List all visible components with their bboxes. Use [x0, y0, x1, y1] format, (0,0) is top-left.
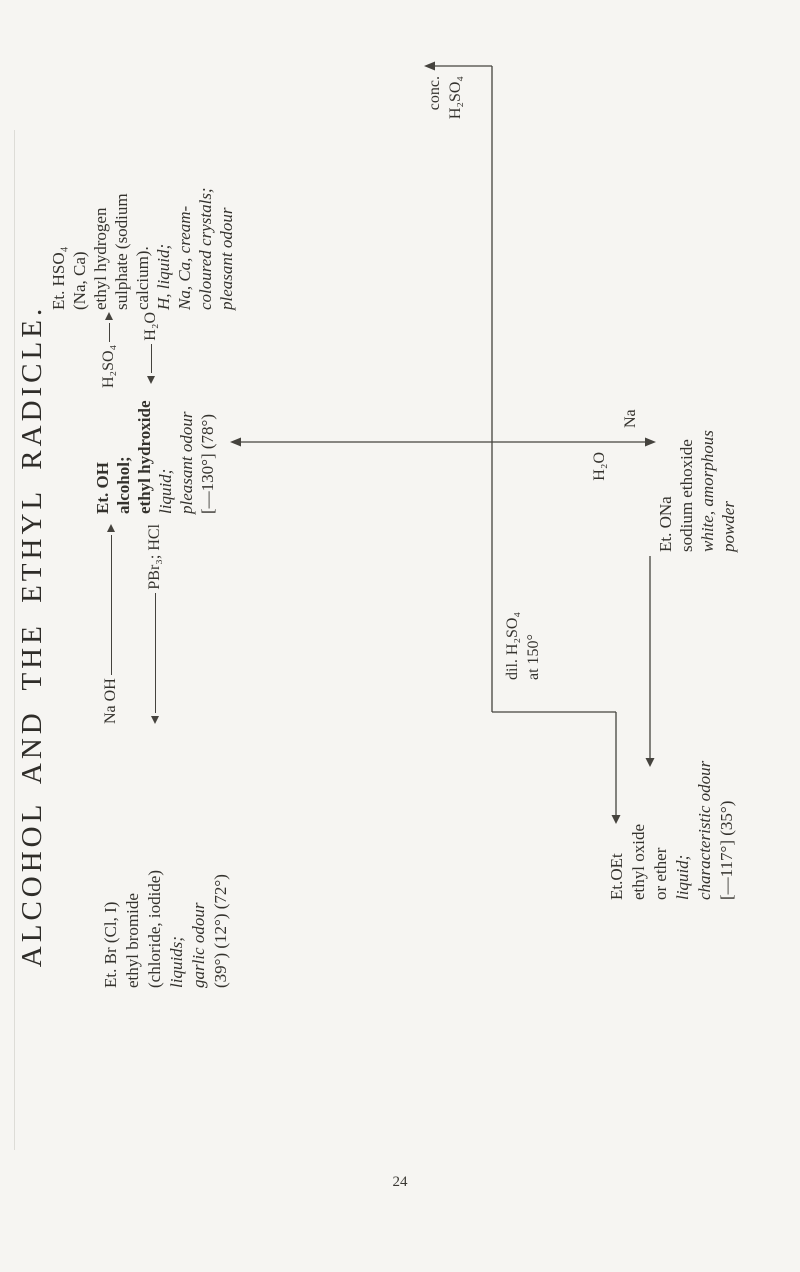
- block-line: white, amorphous: [698, 430, 717, 552]
- block-line: pleasant odour: [177, 411, 196, 514]
- block-line: Et.OEt: [607, 853, 626, 900]
- block-line: ethyl bromide: [123, 893, 142, 988]
- arrow-tail: [110, 535, 112, 676]
- block-line: coloured crystals;: [196, 187, 215, 310]
- dil-h2so4-label: dil. H₂SO₄ at 150°: [502, 612, 544, 680]
- na-route-label: Na: [622, 409, 639, 428]
- block-line: powder: [719, 501, 738, 552]
- alcohol-block: Et. OH alcohol; ethyl hydroxide liquid; …: [92, 400, 218, 514]
- block-line: (39°) (12°) (72°): [211, 874, 230, 988]
- arrowhead-up-icon: [230, 437, 241, 447]
- ethyl-bromide-block: Et. Br (Cl, I) ethyl bromide (chloride, …: [100, 870, 232, 988]
- block-line: calcium).: [133, 246, 152, 310]
- arrowhead-left-icon: [645, 758, 655, 767]
- block-line: Et. Br (Cl, I): [101, 901, 120, 988]
- block-line: [—117°] (35°): [717, 800, 736, 900]
- arrowhead-left-icon: [151, 716, 159, 724]
- arrowhead-up-icon: [424, 61, 435, 71]
- block-line: ethyl oxide: [629, 823, 648, 900]
- block-line: sodium ethoxide: [677, 439, 696, 552]
- block-line: characteristic odour: [695, 760, 714, 900]
- arrowhead-down-icon: [645, 437, 656, 447]
- block-line: sulphate (sodium: [112, 193, 131, 310]
- reaction-label: H₂SO₄: [100, 344, 117, 388]
- reaction-arrow-naoh: Na OH: [102, 524, 120, 724]
- arrowhead-right-icon: [105, 312, 113, 320]
- block-line: liquids;: [167, 936, 186, 988]
- ether-block: Et.OEt ethyl oxide or ether liquid; char…: [606, 761, 738, 900]
- block-line: Et. ONa: [656, 496, 675, 552]
- arrowhead-left-icon: [147, 376, 155, 384]
- conc-h2so4-label: conc. H₂SO₄: [424, 76, 466, 154]
- h2o-route-label: H₂O: [591, 452, 608, 481]
- block-line: ethyl hydroxide: [135, 400, 154, 514]
- block-line: Na, Ca, cream-: [175, 205, 194, 310]
- label-line: at 150°: [525, 634, 542, 680]
- label-line: conc.: [426, 76, 443, 111]
- block-line: (Na, Ca): [70, 251, 89, 310]
- reaction-label: Na OH: [102, 678, 119, 724]
- reaction-arrow-h2o: H₂O: [142, 312, 160, 384]
- block-line: (chloride, iodide): [145, 869, 164, 988]
- arrowhead-right-icon: [107, 524, 115, 532]
- block-line: garlic odour: [189, 902, 208, 988]
- block-line: Et. OH: [93, 462, 112, 514]
- block-line: or ether: [651, 847, 670, 900]
- reaction-label: H₂O: [142, 312, 159, 341]
- block-line: liquid;: [673, 854, 692, 900]
- block-line: [—130°] (78°): [198, 414, 217, 514]
- sodium-ethoxide-block: Et. ONa sodium ethoxide white, amorphous…: [655, 430, 739, 552]
- reaction-arrow-h2so4: H₂SO₄: [100, 312, 118, 388]
- block-line: liquid;: [156, 468, 175, 514]
- arrowhead-left-icon: [611, 815, 621, 824]
- block-line: ethyl hydrogen: [91, 207, 110, 310]
- block-line: H, liquid;: [154, 243, 173, 310]
- ethyl-hydrogen-sulphate-block: Et. HSO₄ (Na, Ca) ethyl hydrogen sulphat…: [48, 187, 237, 310]
- block-line: pleasant odour: [217, 207, 236, 310]
- block-line: Et. HSO₄: [49, 246, 68, 310]
- page-number: 24: [392, 1174, 408, 1190]
- arrow-tail: [108, 323, 110, 342]
- label-line: dil. H₂SO₄: [504, 611, 521, 680]
- reaction-arrow-pbr3-hcl: PBr₃; HCl: [146, 524, 164, 724]
- block-line: alcohol;: [114, 456, 133, 514]
- label-line: H₂SO₄: [447, 76, 464, 120]
- arrow-tail: [154, 592, 156, 713]
- reaction-label: PBr₃; HCl: [146, 524, 163, 590]
- arrow-tail: [150, 343, 152, 373]
- scan-gutter-line: [14, 130, 15, 1150]
